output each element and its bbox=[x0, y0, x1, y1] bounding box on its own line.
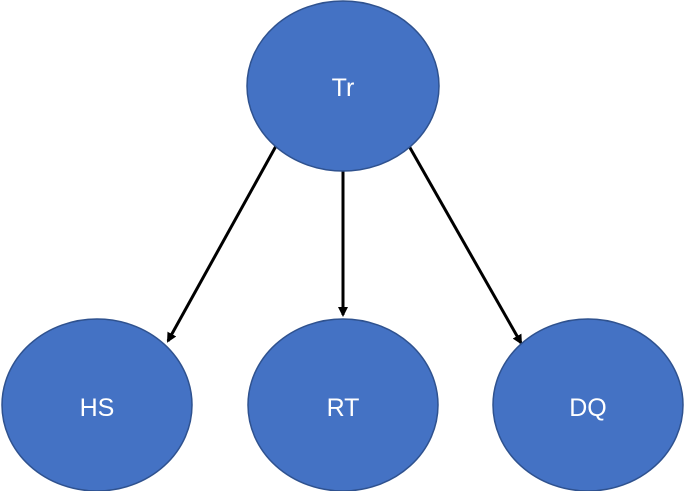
edge-root-to-hs bbox=[166, 145, 278, 343]
node-dq-shape bbox=[492, 318, 684, 491]
node-root-label: Tr bbox=[332, 74, 355, 102]
edge-root-to-dq bbox=[407, 145, 523, 345]
node-hs-shape bbox=[1, 318, 193, 491]
node-root: Tr bbox=[246, 0, 440, 172]
node-root-shape bbox=[246, 0, 440, 172]
node-rt-shape bbox=[247, 318, 439, 491]
node-dq: DQ bbox=[492, 318, 684, 491]
node-hs: HS bbox=[1, 318, 193, 491]
node-hs-label: HS bbox=[80, 394, 115, 422]
node-dq-label: DQ bbox=[569, 394, 607, 422]
node-rt: RT bbox=[247, 318, 439, 491]
node-rt-label: RT bbox=[327, 394, 360, 422]
